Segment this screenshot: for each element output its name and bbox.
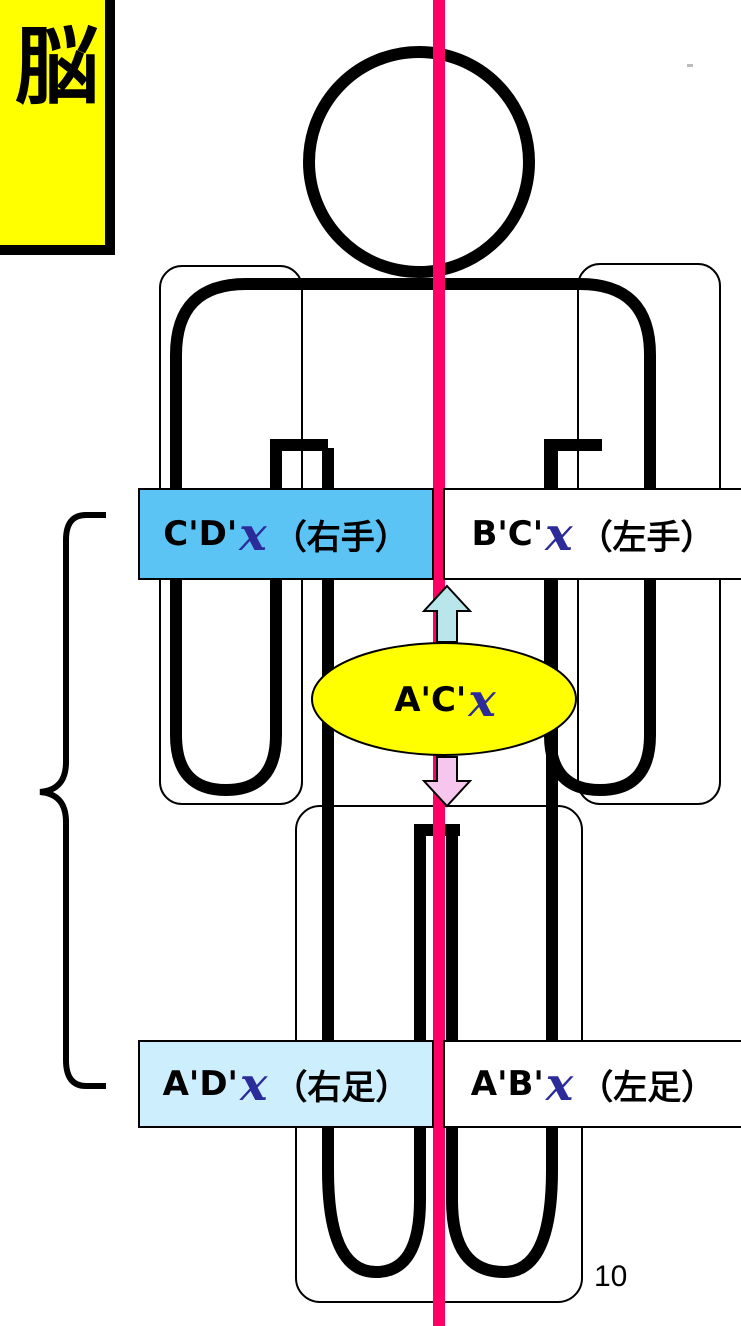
left-hand-label-prefix: B'C' (471, 514, 544, 554)
right-foot-label-variable: x (239, 1057, 268, 1111)
left-hand-label: B'C'x（左手） (443, 488, 741, 580)
right-hand-label: C'D'x（右手） (138, 488, 434, 580)
right-hand-label-prefix: C'D' (163, 514, 238, 554)
curly-brace (39, 512, 106, 1089)
title-character: 脳 (14, 18, 99, 116)
head-circle (303, 46, 535, 278)
left-foot-label-variable: x (545, 1057, 574, 1111)
right-hand-label-suffix: （右手） (272, 517, 409, 558)
left-foot-label-prefix: A'B' (470, 1064, 544, 1104)
body-outline (170, 278, 656, 735)
left-leg-outline (446, 830, 558, 1279)
center-label-variable: x (468, 673, 496, 727)
page-number: 10 (594, 1260, 628, 1293)
left-arm-outline (544, 439, 656, 797)
faint-mark (687, 64, 693, 67)
right-hand-label-variable: x (239, 507, 267, 561)
left-hand-label-variable: x (545, 507, 573, 561)
title-box: 脳 (0, 0, 110, 250)
right-foot-label-prefix: A'D' (162, 1064, 238, 1104)
down-arrow (421, 756, 473, 808)
left-hand-label-suffix: （左手） (578, 517, 715, 558)
right-arm-outline (170, 439, 328, 797)
center-label-prefix: A'C' (394, 680, 467, 720)
center-ellipse (311, 642, 577, 756)
center-label: A'C'x (362, 660, 532, 740)
right-leg-outline (322, 824, 460, 1279)
left-foot-label: A'B'x（左足） (443, 1040, 741, 1128)
left-foot-label-suffix: （左足） (579, 1067, 716, 1108)
right-foot-label: A'D'x（右足） (138, 1040, 434, 1128)
right-foot-label-suffix: （右足） (273, 1067, 410, 1108)
up-arrow (421, 584, 473, 643)
